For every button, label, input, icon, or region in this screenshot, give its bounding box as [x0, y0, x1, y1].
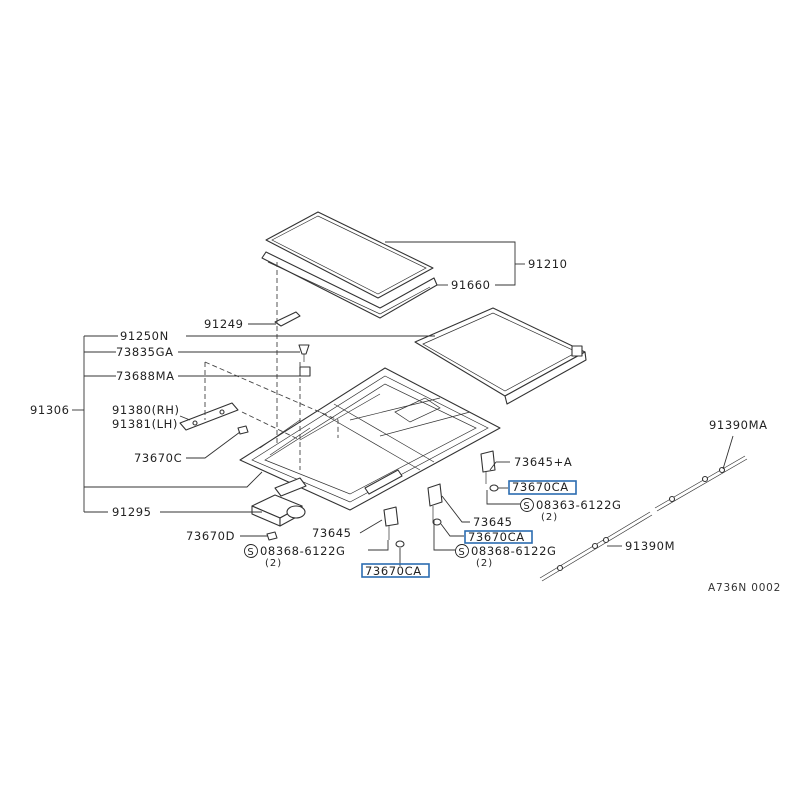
quantity-08368-right: (2) [476, 558, 493, 569]
label-73835GA: 73835GA [116, 345, 174, 359]
alignment-lines [204, 262, 339, 470]
highlight-73670CA-top[interactable] [508, 480, 577, 495]
label-91210: 91210 [528, 257, 568, 271]
standard-part-symbol [244, 544, 258, 558]
standard-part-symbol [455, 544, 469, 558]
quantity-08363: (2) [541, 512, 558, 523]
label-91306: 91306 [30, 403, 70, 417]
highlight-73670CA-bottom[interactable] [361, 563, 430, 578]
label-73688MA: 73688MA [116, 369, 175, 383]
sunroof-frame [239, 367, 501, 511]
label-91249: 91249 [204, 317, 244, 331]
label-91381-lh: 91381(LH) [112, 417, 178, 431]
label-08368-6122G-right: 08368-6122G [471, 544, 557, 558]
highlight-73670CA-middle[interactable] [464, 530, 533, 544]
label-08368-6122G-left: 08368-6122G [260, 544, 346, 558]
label-91660: 91660 [451, 278, 491, 292]
label-73645-A: 73645+A [514, 455, 572, 469]
leader-lines [72, 241, 734, 566]
label-91380-rh: 91380(RH) [112, 403, 180, 417]
diagram-code: A736N 0002 [708, 582, 781, 594]
quantity-08368-left: (2) [265, 558, 282, 569]
standard-part-mark: S [458, 547, 465, 558]
label-73645-right: 73645 [473, 515, 513, 529]
part-labels: 91210 91660 91249 91250N 73835GA 73688MA… [30, 257, 781, 594]
label-91390MA: 91390MA [709, 418, 768, 432]
label-73670CA-bottom: 73670CA [365, 564, 422, 578]
standard-part-mark: S [523, 501, 530, 512]
label-73670C: 73670C [134, 451, 182, 465]
label-91295: 91295 [112, 505, 152, 519]
label-73645-left: 73645 [312, 526, 352, 540]
standard-part-symbols: S S S [244, 498, 534, 558]
highlight-boxes [361, 480, 577, 578]
label-73670CA-top: 73670CA [512, 480, 569, 494]
standard-part-symbol [520, 498, 534, 512]
small-parts [179, 311, 499, 548]
glass-lid [261, 211, 438, 319]
label-08363-6122G: 08363-6122G [536, 498, 622, 512]
label-91390M: 91390M [625, 539, 675, 553]
label-91250N: 91250N [120, 329, 169, 343]
drain-tubes [539, 455, 748, 582]
label-73670D: 73670D [186, 529, 235, 543]
sunshade-panel [414, 307, 587, 405]
label-73670CA-middle: 73670CA [468, 530, 525, 544]
standard-part-mark: S [247, 547, 254, 558]
